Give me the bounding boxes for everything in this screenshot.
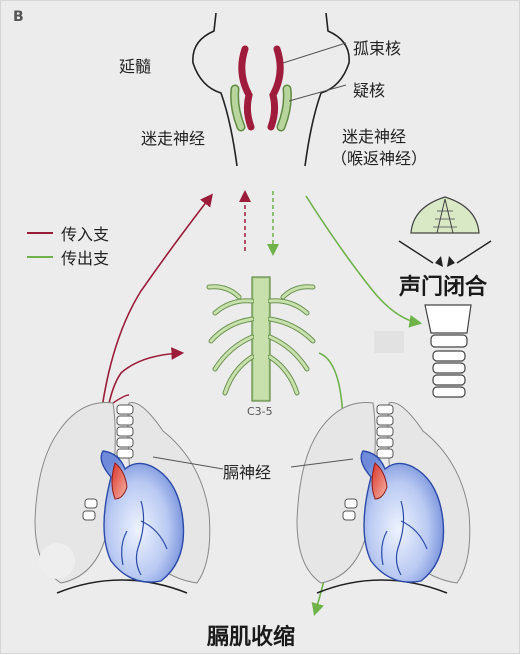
- legend-efferent: 传出支: [27, 245, 109, 269]
- vagus-efferent-line: [305, 195, 423, 328]
- phrenic-nerve-label: 膈神经: [223, 463, 272, 482]
- vagus-nerve-left-label: 迷走神经: [141, 129, 206, 148]
- legend-efferent-swatch: [27, 256, 53, 258]
- leader-line-phrenic-left: [152, 456, 224, 470]
- legend-efferent-label: 传出支: [61, 249, 110, 268]
- legend-afferent-swatch: [27, 232, 53, 234]
- nucleus-ambiguus-label: 疑核: [353, 81, 386, 100]
- vocal-cords-drawing: [398, 196, 492, 267]
- larynx-trachea-drawing: [374, 304, 472, 398]
- leader-line-solitary: [282, 42, 347, 64]
- spinal-segment-label: C3-5: [247, 405, 273, 418]
- leader-line-phrenic-right: [290, 458, 354, 468]
- medulla-label: 延髓: [119, 57, 152, 76]
- glottic-closure-label: 声门闭合: [399, 275, 488, 300]
- medulla-outline: [192, 12, 350, 167]
- right-thorax: [296, 402, 471, 594]
- panel-label: B: [13, 9, 24, 25]
- solitary-nucleus-label: 孤束核: [353, 39, 402, 58]
- left-thorax: [34, 402, 211, 594]
- legend-afferent: 传入支: [27, 221, 109, 245]
- vagus-nerve-right-label: 迷走神经: [342, 127, 407, 146]
- leader-line-ambiguus: [288, 84, 347, 102]
- spinal-cord-c3-5: [206, 276, 316, 402]
- solitary-nucleus-shape: [238, 45, 284, 131]
- legend-afferent-label: 传入支: [61, 225, 110, 244]
- diaphragm-contraction-label: 膈肌收缩: [207, 625, 296, 650]
- nucleus-ambiguus-shape: [230, 84, 292, 132]
- recurrent-laryngeal-label: （喉返神经）: [331, 149, 428, 168]
